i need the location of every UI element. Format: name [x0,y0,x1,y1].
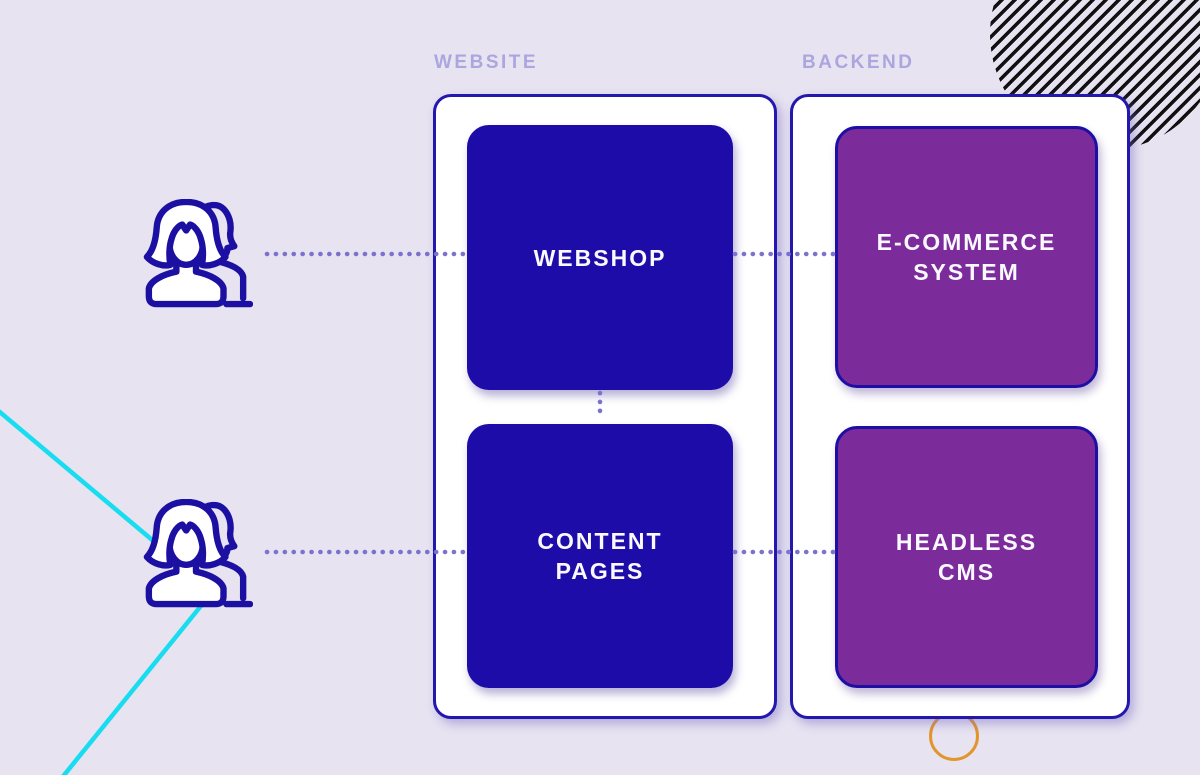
section-label-backend: BACKEND [802,52,915,73]
headless-cms-box: HEADLESS CMS [835,426,1098,688]
webshop-label: WEBSHOP [533,244,667,271]
users-icon [143,499,253,608]
ecommerce-system-label: E-COMMERCE SYSTEM [876,229,1057,285]
users-icon [143,199,253,308]
ecommerce-system-box: E-COMMERCE SYSTEM [835,126,1098,388]
content-pages-box: CONTENT PAGES [467,424,733,688]
content-pages-label: CONTENT PAGES [537,528,663,584]
backend-container: E-COMMERCE SYSTEM HEADLESS CMS [790,94,1130,719]
headless-cms-label: HEADLESS CMS [895,529,1038,585]
website-container: WEBSHOP CONTENT PAGES [433,94,777,719]
section-label-website: WEBSITE [434,52,539,73]
webshop-box: WEBSHOP [467,125,733,390]
